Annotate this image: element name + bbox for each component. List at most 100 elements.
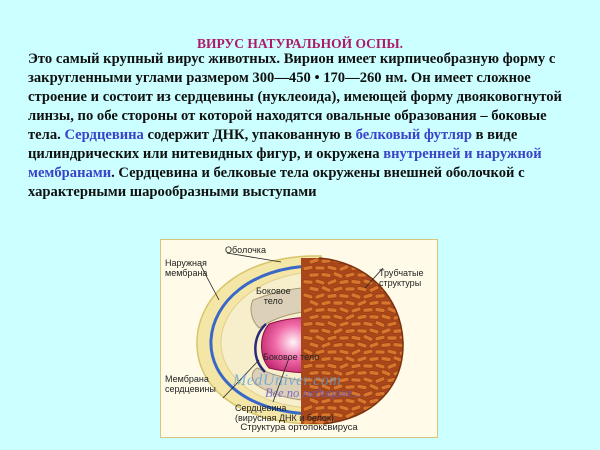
tubule xyxy=(338,404,350,412)
tubule xyxy=(368,285,380,293)
tubule xyxy=(308,355,320,363)
tubule xyxy=(338,293,350,299)
label-core-line1: Сердцевина xyxy=(235,403,287,413)
tubule xyxy=(314,405,326,411)
tubule xyxy=(338,306,350,314)
tubule xyxy=(332,271,344,279)
tubule xyxy=(302,306,314,314)
tubule xyxy=(362,278,374,286)
tubule xyxy=(314,307,326,313)
tubule xyxy=(302,363,314,369)
label-lateral-body-upper: Боковое тело xyxy=(256,286,291,306)
label-outer-membrane-line2: мембрана xyxy=(165,268,208,278)
tubule xyxy=(332,412,344,418)
tubule xyxy=(368,412,380,418)
tubule xyxy=(308,314,320,320)
label-outer-membrane-line1: Наружная xyxy=(165,258,207,268)
figure-caption: Структура ортопоксвируса xyxy=(240,422,358,433)
tubule xyxy=(380,356,392,362)
watermark-tagline: Все по медицине... xyxy=(265,386,362,400)
tubule xyxy=(338,349,350,355)
term-protein-case: белковый футляр xyxy=(355,127,472,143)
tubule xyxy=(339,251,350,257)
outer-membrane-shape xyxy=(209,264,312,416)
tubule xyxy=(344,411,356,419)
tubule xyxy=(308,397,320,405)
tubule xyxy=(351,250,362,258)
label-lateral-body-line2: тело xyxy=(263,296,283,306)
tubule xyxy=(386,391,398,397)
tubule xyxy=(302,404,314,412)
tubule xyxy=(386,320,398,328)
tubule xyxy=(332,300,344,306)
tubule xyxy=(338,279,350,285)
label-tubular-line1: Трубчатые xyxy=(379,268,424,278)
tubule xyxy=(380,258,392,264)
tubule xyxy=(308,384,320,390)
tubule xyxy=(350,292,362,300)
tubule xyxy=(320,285,332,293)
tubule xyxy=(338,391,350,397)
tubule xyxy=(338,377,350,383)
tubule xyxy=(380,398,392,404)
tubule xyxy=(326,334,338,342)
tubule xyxy=(387,251,398,258)
tubule xyxy=(344,328,356,334)
label-tubular-line2: структуры xyxy=(379,278,422,288)
tubule xyxy=(314,390,326,398)
tubule xyxy=(405,341,416,348)
tubule xyxy=(350,321,362,327)
tubule xyxy=(344,300,356,306)
tubule xyxy=(344,369,356,377)
tubule xyxy=(392,342,404,348)
tubule xyxy=(398,348,404,356)
tubule xyxy=(405,397,416,405)
tubule xyxy=(326,278,338,286)
tubule xyxy=(374,376,386,384)
text-dna: содержит ДНК, упакованную в xyxy=(143,127,356,143)
tubule xyxy=(314,334,326,342)
tubule xyxy=(338,264,350,272)
tubule xyxy=(332,327,344,335)
tubule xyxy=(308,272,320,278)
tubule xyxy=(363,251,374,257)
tubule xyxy=(320,327,332,335)
tubule xyxy=(302,377,314,383)
tubule xyxy=(320,383,332,391)
tubule xyxy=(320,341,332,349)
tubule xyxy=(398,335,404,341)
tubule xyxy=(362,363,374,369)
tubule xyxy=(392,258,404,265)
tubule xyxy=(314,348,326,356)
tubule xyxy=(362,292,374,300)
tubule xyxy=(374,405,386,411)
tubule xyxy=(405,412,416,418)
tubule xyxy=(368,327,380,335)
tubule xyxy=(344,355,356,363)
tubule xyxy=(344,313,356,321)
tubule xyxy=(405,356,416,363)
tubule xyxy=(374,307,386,313)
tubule xyxy=(326,363,338,369)
tubule xyxy=(374,335,386,341)
tubule xyxy=(344,384,356,390)
tubule xyxy=(332,398,344,404)
tubule xyxy=(380,411,392,419)
tubule xyxy=(302,390,314,398)
tubule xyxy=(356,341,368,349)
tubule xyxy=(356,258,368,265)
tubule xyxy=(368,383,380,391)
tubule xyxy=(380,327,392,335)
core-membrane-shape xyxy=(254,323,267,373)
tubule xyxy=(326,293,338,299)
tubule xyxy=(338,320,350,328)
tubule xyxy=(380,383,392,391)
tubule xyxy=(344,286,356,292)
tubule xyxy=(398,306,404,314)
tubule xyxy=(398,404,404,412)
tubule xyxy=(374,293,386,299)
tubule xyxy=(368,314,380,320)
tubule xyxy=(392,411,404,419)
tubule xyxy=(326,264,338,272)
tubule xyxy=(368,356,380,362)
